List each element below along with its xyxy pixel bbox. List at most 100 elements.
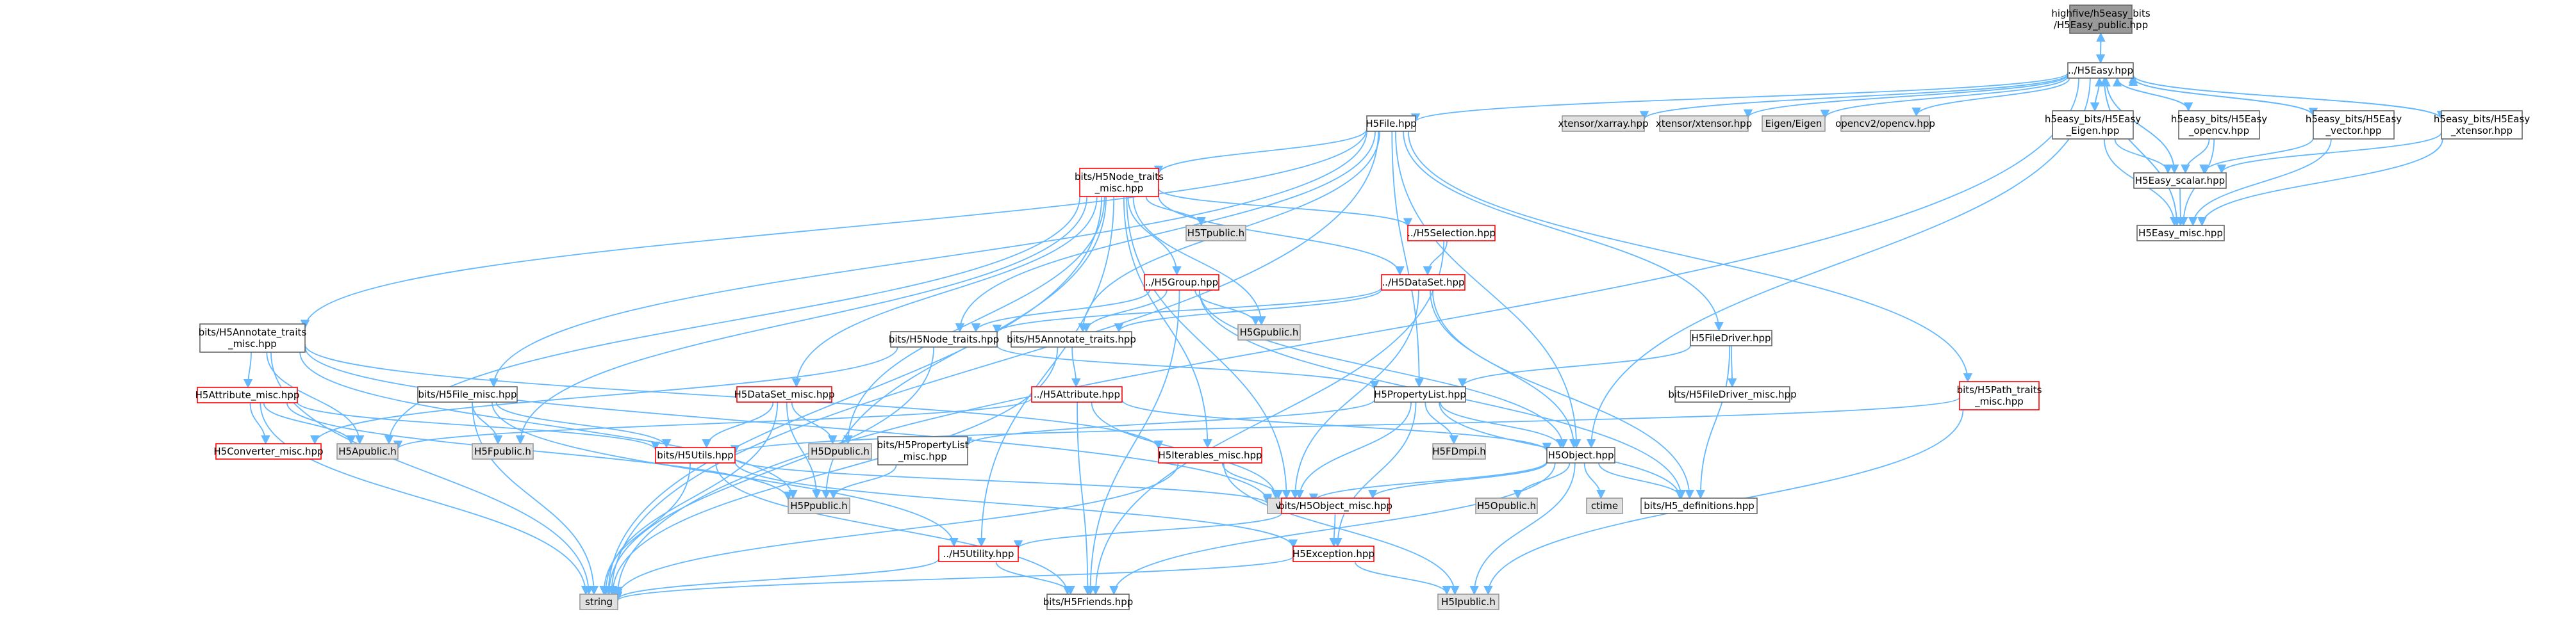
node-eigen[interactable]: Eigen/Eigen xyxy=(1762,115,1826,132)
edge-object-to-ipublic xyxy=(1469,462,1576,595)
edge-h5file-to-filedriver xyxy=(1403,131,1724,332)
node-filedriver[interactable]: H5FileDriver.hpp xyxy=(1690,330,1772,346)
node-plist[interactable]: H5PropertyList.hpp xyxy=(1374,386,1466,403)
node-ppublic[interactable]: H5Ppublic.h xyxy=(788,498,850,514)
node-annotate_traits[interactable]: bits/H5Annotate_traits.hpp xyxy=(1007,331,1136,348)
node-iterables_misc[interactable]: H5Iterables_misc.hpp xyxy=(1158,447,1262,464)
node-label: bits/H5Annotate_traits.hpp xyxy=(1007,334,1136,346)
node-gpublic[interactable]: H5Gpublic.h xyxy=(1237,324,1301,341)
node-node_traits_misc[interactable]: bits/H5Node_traits_misc.hpp xyxy=(1075,168,1164,197)
node-group[interactable]: ../H5Group.hpp xyxy=(1144,274,1219,291)
node-box xyxy=(1432,443,1486,460)
node-annotate_traits_misc[interactable]: bits/H5Annotate_traits_misc.hpp xyxy=(199,323,307,353)
node-apublic[interactable]: H5Apublic.h xyxy=(336,443,399,460)
edge-node_traits_misc-to-selection xyxy=(1158,188,1413,228)
node-string[interactable]: string xyxy=(579,594,618,610)
node-dataset_misc[interactable]: H5DataSet_misc.hpp xyxy=(734,386,835,403)
node-fdmpi[interactable]: H5FDmpi.h xyxy=(1432,443,1486,460)
node-box xyxy=(1475,498,1538,514)
edge-dataset_misc-to-utils xyxy=(702,401,774,449)
edges-layer xyxy=(243,32,2447,602)
node-box xyxy=(197,387,298,403)
node-xtarray[interactable]: xtensor/xarray.hpp xyxy=(1558,115,1649,132)
node-plist_misc[interactable]: bits/H5PropertyList_misc.hpp xyxy=(877,436,969,465)
node-label: H5FDmpi.h xyxy=(1432,446,1486,457)
node-definitions[interactable]: bits/H5_definitions.hpp xyxy=(1640,498,1758,514)
edge-dataset_misc-to-string xyxy=(601,401,779,595)
node-bits_opencv[interactable]: h5easy_bits/H5Easy_opencv.hpp xyxy=(2171,110,2267,140)
node-box xyxy=(1659,115,1749,132)
node-box xyxy=(1762,115,1826,132)
edge-utils-to-friends xyxy=(715,462,1073,595)
edge-object-to-definitions xyxy=(1598,462,1686,499)
edge-node_traits_misc-to-iterables_misc xyxy=(1123,196,1212,449)
node-filedriver_misc[interactable]: bits/H5FileDriver_misc.hpp xyxy=(1668,386,1797,403)
node-attribute_misc[interactable]: H5Attribute_misc.hpp xyxy=(195,387,300,403)
node-label: ../H5Attribute.hpp xyxy=(1034,389,1120,400)
node-opublic[interactable]: H5Opublic.h xyxy=(1475,498,1538,514)
node-box xyxy=(1562,115,1645,132)
node-label: H5Iterables_misc.hpp xyxy=(1158,449,1262,462)
node-opencv[interactable]: opencv2/opencv.hpp xyxy=(1835,115,1935,132)
edge-bits_vector-to-misc xyxy=(2188,138,2332,227)
node-label: H5Apublic.h xyxy=(338,446,397,457)
node-exception[interactable]: H5Exception.hpp xyxy=(1292,546,1375,562)
node-box xyxy=(1640,498,1758,514)
edge-file_misc-to-h5utility xyxy=(491,401,959,547)
edge-h5easy-to-opencv xyxy=(1911,77,2070,117)
node-box xyxy=(890,331,998,348)
node-label: _vector.hpp xyxy=(2325,125,2381,137)
node-object[interactable]: H5Object.hpp xyxy=(1546,447,1615,464)
node-fpublic[interactable]: H5Fpublic.h xyxy=(472,443,534,460)
node-ipublic[interactable]: H5Ipublic.h xyxy=(1437,594,1499,610)
node-h5file[interactable]: H5File.hpp xyxy=(1366,115,1417,132)
node-selection[interactable]: ../H5Selection.hpp xyxy=(1407,225,1496,241)
node-misc[interactable]: H5Easy_misc.hpp xyxy=(2136,225,2225,241)
node-box xyxy=(579,594,618,610)
node-ctime[interactable]: ctime xyxy=(1586,498,1623,514)
node-label: _Eigen.hpp xyxy=(2066,125,2120,137)
node-bits_vector[interactable]: h5easy_bits/H5Easy_vector.hpp xyxy=(2306,110,2402,140)
node-h5easy[interactable]: ../H5Easy.hpp xyxy=(2067,62,2134,79)
node-box xyxy=(1292,546,1375,562)
node-path_traits_misc[interactable]: bits/H5Path_traits_misc.hpp xyxy=(1957,381,2042,410)
edge-bits_vector-to-h5easy xyxy=(2128,76,2314,117)
node-tpublic[interactable]: H5Tpublic.h xyxy=(1185,225,1246,241)
node-label: string xyxy=(585,596,613,608)
node-dpublic[interactable]: H5Dpublic.h xyxy=(808,443,872,460)
node-utils[interactable]: bits/H5Utils.hpp xyxy=(655,447,736,464)
node-box xyxy=(788,498,850,514)
node-h5utility[interactable]: ../H5Utility.hpp xyxy=(938,546,1019,562)
node-label: bits/H5Friends.hpp xyxy=(1043,596,1134,608)
node-label: xtensor/xtensor.hpp xyxy=(1656,118,1752,129)
edge-utils-to-string xyxy=(599,462,691,595)
node-bits_xtensor[interactable]: h5easy_bits/H5Easy_xtensor.hpp xyxy=(2434,110,2530,140)
node-box xyxy=(2052,110,2134,140)
node-node_traits[interactable]: bits/H5Node_traits.hpp xyxy=(889,331,999,348)
node-label: H5Easy_misc.hpp xyxy=(2138,227,2223,239)
edge-h5easy-to-xtarray xyxy=(1640,74,2068,120)
node-box xyxy=(1586,498,1623,514)
node-box xyxy=(1144,274,1219,291)
node-dataset[interactable]: ../H5DataSet.hpp xyxy=(1381,274,1466,291)
node-label: H5Easy_scalar.hpp xyxy=(2135,175,2225,187)
node-box xyxy=(417,386,518,403)
edge-object-to-ctime xyxy=(1583,462,1606,499)
node-friends[interactable]: bits/H5Friends.hpp xyxy=(1043,594,1134,610)
node-file_misc[interactable]: bits/H5File_misc.hpp xyxy=(417,386,518,403)
node-box xyxy=(1546,447,1615,464)
node-box xyxy=(1374,386,1466,403)
edge-node_traits_misc-to-vector xyxy=(1126,196,1291,499)
edge-group-to-annotate_traits xyxy=(1082,289,1168,333)
node-attribute[interactable]: ../H5Attribute.hpp xyxy=(1031,386,1123,403)
node-object_misc[interactable]: bits/H5Object_misc.hpp xyxy=(1278,498,1392,514)
node-bits_eigen[interactable]: h5easy_bits/H5Easy_Eigen.hpp xyxy=(2045,110,2141,140)
edge-filedriver-to-definitions xyxy=(1696,345,1731,499)
node-converter_misc[interactable]: H5Converter_misc.hpp xyxy=(213,443,324,460)
node-box xyxy=(1046,594,1130,610)
edge-group-to-friends xyxy=(1086,289,1180,595)
node-label: H5Gpublic.h xyxy=(1240,327,1299,338)
node-scalar[interactable]: H5Easy_scalar.hpp xyxy=(2133,172,2227,189)
node-box xyxy=(2136,225,2225,241)
node-xttensor[interactable]: xtensor/xtensor.hpp xyxy=(1656,115,1752,132)
